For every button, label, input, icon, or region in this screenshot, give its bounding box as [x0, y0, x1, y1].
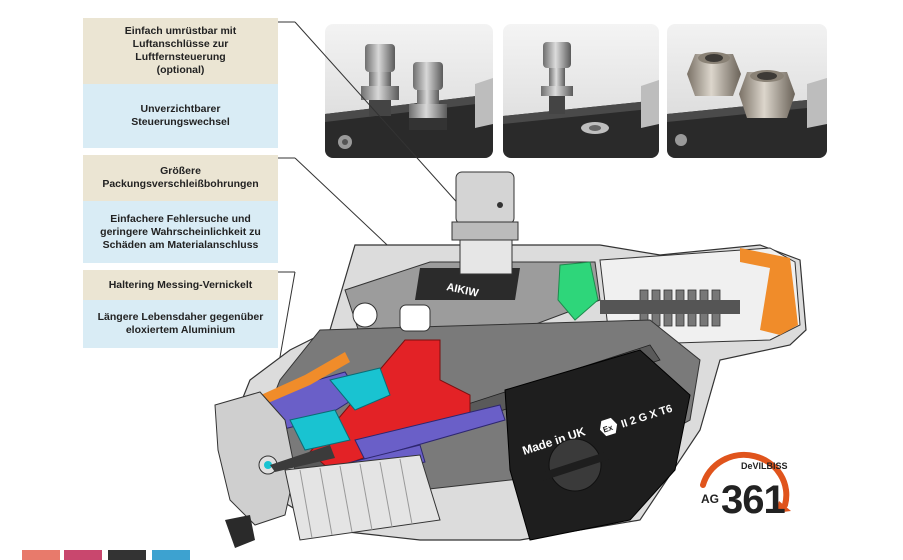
feature-text-line: Packungsverschleißbohrungen: [102, 178, 259, 190]
benefit-text-line: Unverzichtbarer: [140, 103, 221, 115]
feature-text-line: (optional): [156, 64, 205, 76]
benefit-text-line: eloxiertem Aluminium: [125, 324, 236, 336]
atex-symbol: Ex: [602, 423, 615, 435]
benefit-text-line: Schäden am Materialanschluss: [102, 238, 259, 251]
retaining-ring-nut: [284, 454, 441, 541]
callout-retaining-ring: Haltering Messing-Vernickelt Längere Leb…: [83, 270, 278, 348]
logo-model-prefix: AG: [701, 492, 719, 506]
benefit-text-line: Längere Lebensdaher gegenüber: [97, 311, 264, 323]
feature-box-retaining-ring: Haltering Messing-Vernickelt: [83, 270, 278, 300]
photo-single-fitting: [503, 24, 659, 158]
footer-color-block: [108, 550, 146, 560]
fluid-adjustment-knob: [451, 171, 519, 275]
feature-text-line: Luftanschlüsse zur: [132, 38, 229, 50]
air-cap: [214, 391, 296, 548]
footer-color-block: [22, 550, 60, 560]
benefit-box-control-change: Unverzichtbarer Steuerungswechsel: [83, 84, 278, 148]
devilbiss-ag361-logo: DeVILBISS AG 361: [695, 445, 805, 525]
benefit-box-lifetime: Längere Lebensdaher gegenüber eloxiertem…: [83, 300, 278, 348]
callout-packing-bores: Größere Packungsverschleißbohrungen Einf…: [83, 155, 278, 263]
logo-brand: DeVILBISS: [741, 461, 788, 471]
footer-color-block: [64, 550, 102, 560]
logo-model-number: 361: [721, 478, 785, 522]
benefit-box-troubleshooting: Einfachere Fehlersuche und geringere Wah…: [83, 201, 278, 263]
feature-text-line: Haltering Messing-Vernickelt: [108, 278, 253, 291]
callout-air-connections: Einfach umrüstbar mit Luftanschlüsse zur…: [83, 18, 278, 148]
benefit-text-line: geringere Wahrscheinlichkeit zu: [100, 225, 261, 238]
benefit-text-line: Einfachere Fehlersuche und: [110, 212, 251, 225]
feature-text-line: Einfach umrüstbar mit: [124, 25, 237, 37]
photo-hex-fittings: [667, 24, 827, 158]
feature-box-packing-bores: Größere Packungsverschleißbohrungen: [83, 155, 278, 201]
feature-text-line: Luftfernsteuerung: [135, 51, 226, 63]
feature-box-air-connections: Einfach umrüstbar mit Luftanschlüsse zur…: [83, 18, 278, 84]
photo-capped-fittings: [325, 24, 493, 158]
feature-text-line: Größere: [160, 165, 201, 177]
label-band: Made in UK Ex II 2 G X T6: [504, 349, 691, 541]
benefit-text-line: Steuerungswechsel: [131, 116, 230, 128]
footer-color-block: [152, 550, 190, 560]
